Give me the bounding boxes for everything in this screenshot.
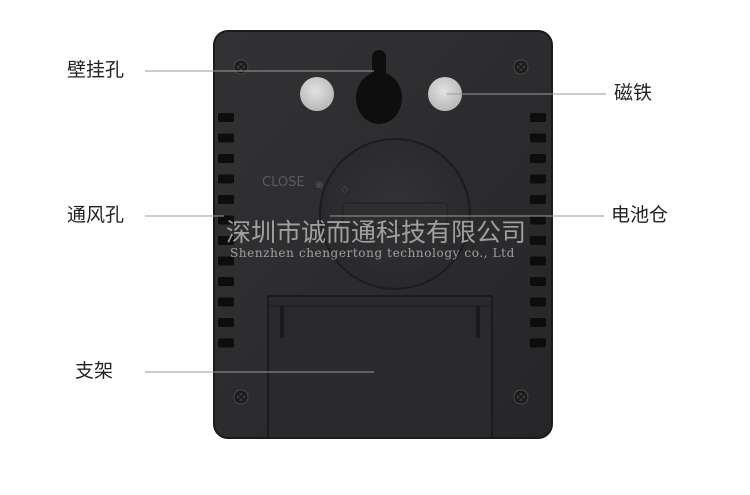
svg-text:◇: ◇ bbox=[341, 185, 348, 195]
vent-slot-left bbox=[218, 215, 234, 225]
vent-slot-left bbox=[218, 318, 234, 327]
vent-slot-left bbox=[218, 297, 234, 307]
magnet-left bbox=[300, 77, 334, 111]
leader-lines bbox=[145, 70, 606, 373]
vent-slot-right bbox=[530, 236, 546, 245]
label-stand: 支架 bbox=[75, 360, 114, 382]
stand bbox=[267, 295, 493, 439]
vent-slot-left bbox=[218, 338, 234, 348]
vent-slot-right bbox=[530, 297, 546, 307]
vent-slot-right bbox=[530, 256, 546, 266]
close-mark-text: CLOSE bbox=[262, 175, 305, 190]
vent-slot-right bbox=[530, 154, 546, 163]
watermark-company-cn: 深圳市诚而通科技有限公司 bbox=[226, 218, 527, 247]
battery-cover: ◇ CLOSE ⊕ bbox=[262, 138, 471, 290]
magnet-right bbox=[428, 77, 462, 111]
screw-icon bbox=[513, 59, 529, 75]
vent-slots bbox=[218, 113, 546, 348]
vent-slot-left bbox=[218, 133, 234, 143]
vent-slot-right bbox=[530, 195, 546, 204]
lock-icon: ⊕ bbox=[315, 180, 323, 191]
vent-slot-left bbox=[218, 113, 234, 122]
screw-icon bbox=[233, 59, 249, 75]
vent-slot-left bbox=[218, 277, 234, 286]
vent-slot-left bbox=[218, 154, 234, 163]
vent-slot-right bbox=[530, 215, 546, 225]
label-magnet: 磁铁 bbox=[614, 82, 653, 104]
vent-slot-left bbox=[218, 195, 234, 204]
vent-slot-right bbox=[530, 318, 546, 327]
screw-icon bbox=[233, 389, 249, 405]
vent-slot-left bbox=[218, 236, 234, 245]
label-vent: 通风孔 bbox=[67, 204, 125, 226]
watermark-company-en: Shenzhen chengertong technology co., Ltd bbox=[230, 246, 515, 260]
vent-slot-right bbox=[530, 277, 546, 286]
vent-slot-right bbox=[530, 133, 546, 143]
vent-slot-right bbox=[530, 113, 546, 122]
label-battery: 电池仓 bbox=[611, 204, 669, 226]
label-wall-hole: 壁挂孔 bbox=[67, 59, 125, 81]
vent-slot-right bbox=[530, 338, 546, 348]
wall-hole bbox=[356, 50, 402, 124]
vent-slot-right bbox=[530, 174, 546, 184]
vent-slot-left bbox=[218, 174, 234, 184]
vent-slot-left bbox=[218, 256, 234, 266]
screw-icon bbox=[513, 389, 529, 405]
